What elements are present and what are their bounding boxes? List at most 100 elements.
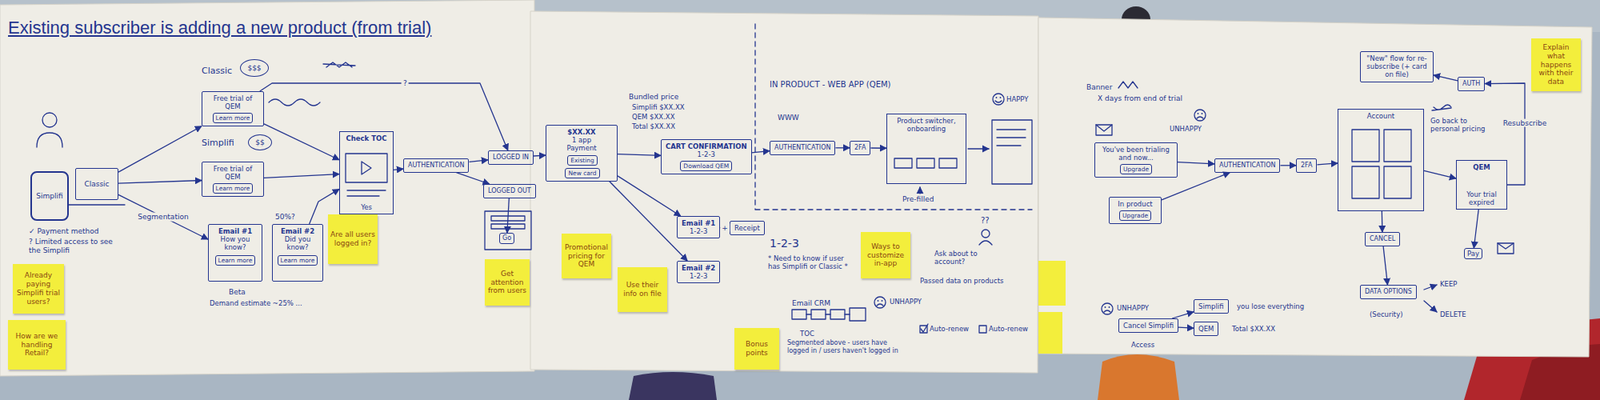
- button-box: Download QEM: [680, 160, 732, 172]
- connector: [1424, 170, 1456, 179]
- process-box: CANCEL: [1364, 232, 1400, 247]
- process-box: Email #1How you know?Learn more: [208, 224, 263, 282]
- note-label: ? Limited access to see the Simplifi: [28, 237, 119, 256]
- note-label: 1-2-3: [769, 236, 800, 251]
- sticky-note: Get attention from users: [484, 259, 530, 306]
- sketch-line: [1497, 243, 1514, 254]
- note-label: Simplifi $XX.XX: [632, 103, 685, 112]
- node-text: Did you know?: [276, 235, 319, 252]
- sketch-line: [1096, 124, 1112, 132]
- person-foreground: [1097, 354, 1180, 400]
- sketch-line: [1424, 284, 1437, 290]
- sketch-line: [992, 120, 1032, 184]
- process-box: AUTH: [1457, 76, 1485, 92]
- paper-sheet: [530, 11, 1039, 373]
- sticky-note: Ways to customize in-app: [860, 232, 911, 279]
- node-text: Email #2: [681, 264, 716, 272]
- note-label: Access: [1131, 340, 1155, 349]
- note-label: QEM $XX.XX: [632, 112, 676, 121]
- node-text: Learn more: [216, 114, 251, 122]
- node-text: QEM: [1460, 163, 1503, 172]
- connector: [118, 126, 202, 172]
- node-text: Product switcher, onboarding: [891, 116, 962, 133]
- node-text: Payment: [550, 144, 613, 152]
- sketch-line: [1384, 166, 1412, 199]
- sketch-line: [979, 240, 992, 245]
- node-text: $$: [255, 138, 264, 148]
- sketch-line: [323, 62, 356, 68]
- process-box: CART CONFIRMATION1-2-3Download QEM: [660, 139, 752, 175]
- note-label: X days from end of trial: [1097, 94, 1183, 104]
- sticky-note: [1038, 260, 1066, 306]
- sketch-line: [995, 100, 1002, 103]
- node-text: Receipt: [734, 224, 760, 232]
- title: Existing subscriber is adding a new prod…: [8, 17, 432, 39]
- sticky-note: Already paying Simplifi trial users?: [12, 264, 64, 314]
- paper-sheet: [1038, 17, 1592, 357]
- process-box: Simplifi: [1193, 299, 1229, 314]
- sketch-line: [1194, 109, 1206, 121]
- connector: [260, 83, 508, 151]
- connector: [1316, 163, 1338, 165]
- node-text: Learn more: [280, 256, 316, 264]
- note-label: KEEP: [1440, 280, 1457, 288]
- node-text: Cancel Simplifi: [1123, 321, 1174, 330]
- sketch-line: [345, 153, 388, 183]
- sketch-line: [1384, 129, 1412, 162]
- sketch-line: [1118, 81, 1138, 88]
- edge-label: Resubscribe: [1501, 118, 1549, 128]
- sketch-line: [979, 325, 987, 333]
- node-text: QEM: [1198, 324, 1214, 333]
- node-text: Ways to customize in-app: [863, 242, 908, 268]
- connector: [1473, 209, 1479, 248]
- price-bubble: $$: [248, 134, 272, 151]
- sketch-line: [920, 324, 928, 332]
- node-text: Yes: [344, 203, 389, 212]
- node-text: Bonus points: [736, 340, 777, 358]
- process-box: You've been trialing and now... Upgrade: [1094, 142, 1178, 178]
- node-text: Your trial expired: [1460, 190, 1503, 207]
- sketch-line: [874, 296, 886, 308]
- sketch-line: [42, 112, 57, 128]
- sketch-dot: [1108, 306, 1111, 308]
- connector: [752, 151, 770, 153]
- sketch-line: [36, 132, 63, 148]
- note-label: ??: [980, 216, 990, 226]
- note-label: Go back to personal pricing: [1430, 116, 1493, 133]
- note-label: UNHAPPY: [1116, 304, 1149, 312]
- sketch-line: [1104, 310, 1111, 312]
- node-text: How are we handling Retail?: [10, 332, 64, 358]
- node-text: Existing: [570, 156, 595, 164]
- sketch-dot: [1000, 96, 1002, 99]
- node-text: Learn more: [216, 184, 251, 192]
- connector: [468, 160, 488, 163]
- connector: [1172, 312, 1194, 319]
- node-text: AUTHENTICATION: [1219, 161, 1276, 170]
- sketch-line: [830, 309, 845, 320]
- note-label: Total $XX.XX: [1232, 324, 1276, 333]
- node-text: AUTHENTICATION: [408, 161, 464, 170]
- connector: [118, 194, 208, 240]
- sketch-line: [1352, 166, 1380, 199]
- node-text: You've been trialing and now...: [1099, 145, 1173, 162]
- sketch-line: [347, 190, 386, 196]
- node-text: $XX.XX: [550, 128, 613, 136]
- process-box: In productUpgrade: [1108, 196, 1162, 224]
- note-label: Passed data on products: [920, 276, 1004, 285]
- process-box: Free trial of QEM Learn more: [201, 161, 264, 197]
- node-text: 2FA: [854, 144, 866, 152]
- note-label: Banner: [1086, 83, 1112, 92]
- sticky-note: Bonus points: [734, 328, 780, 370]
- button-box: Upgrade: [1120, 164, 1152, 175]
- node-text: How you know?: [212, 235, 258, 252]
- node-text: Free trial of QEM: [206, 164, 260, 181]
- node-text: Pay: [1467, 249, 1480, 258]
- connector: [617, 176, 681, 216]
- sketch-line: [361, 161, 372, 175]
- edge-label: ?: [401, 79, 409, 88]
- connector: [264, 124, 340, 160]
- note-label: Email CRM: [792, 299, 831, 308]
- connector: [1433, 75, 1458, 81]
- connector: [1381, 211, 1384, 232]
